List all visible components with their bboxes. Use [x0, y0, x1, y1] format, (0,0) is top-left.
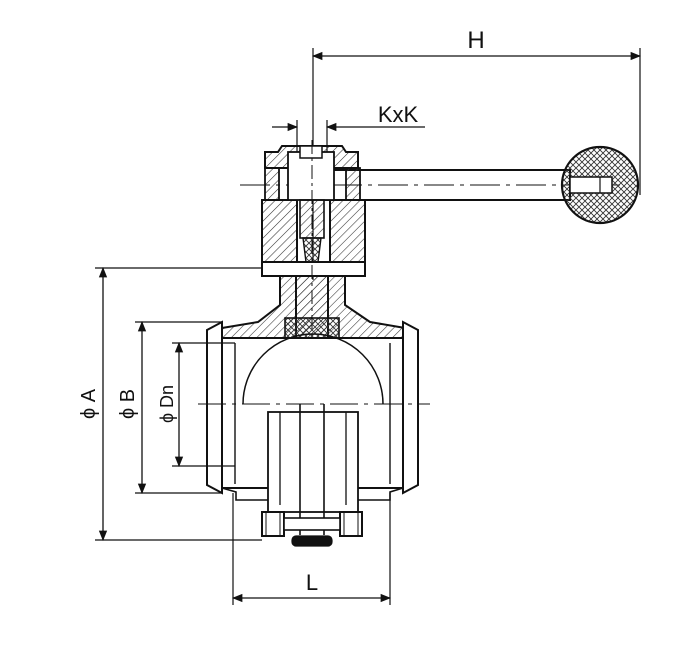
dimension-label-phi-b: ϕ B	[117, 389, 139, 419]
valve-disc	[267, 411, 359, 513]
bottom-bolt	[261, 511, 363, 547]
handle-lever	[240, 169, 620, 201]
dimension-label-kxk: KxK	[378, 102, 419, 127]
dimension-label-h: H	[467, 27, 484, 54]
valve-body	[198, 320, 430, 535]
top-nut	[287, 151, 335, 201]
dimension-label-phi-a: ϕ A	[78, 388, 100, 419]
dimension-l: L	[231, 493, 392, 605]
actuator-housing	[261, 140, 366, 430]
dimension-label-l: L	[306, 570, 318, 595]
dimension-phi-a: ϕ A	[78, 266, 262, 542]
dimension-label-phi-dn: ϕ Dn	[157, 385, 177, 423]
dimension-phi-dn: ϕ Dn	[157, 341, 235, 468]
ferrule-left	[206, 320, 223, 495]
dimension-phi-b: ϕ B	[117, 320, 222, 495]
ferrule-right	[402, 320, 419, 495]
handle-knob	[560, 145, 640, 225]
disc-arc	[242, 333, 384, 405]
